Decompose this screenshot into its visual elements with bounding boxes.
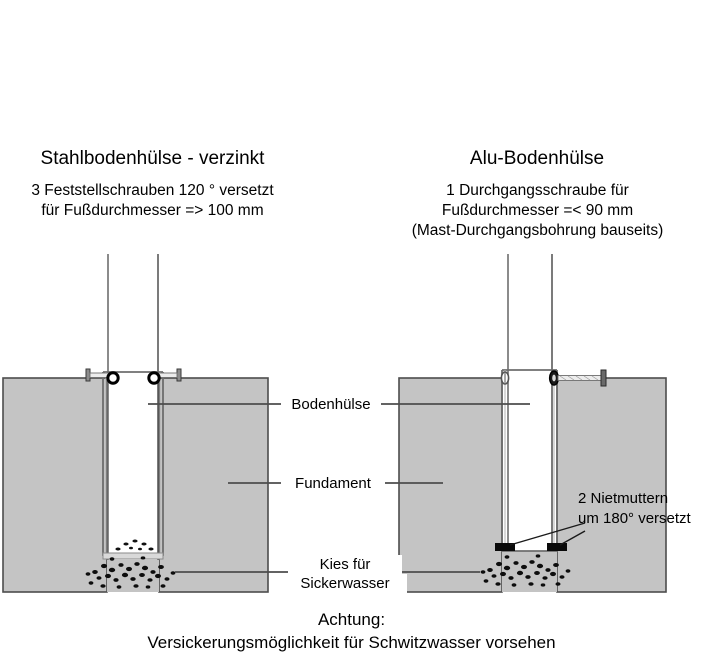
right-foundation-block-left [398,377,503,593]
right-assembly [398,254,667,593]
left-assembly [2,254,269,593]
left-foundation-block-left [2,377,108,593]
right-rivet-nut-left [495,543,515,551]
label-kies-line1: Kies für [288,555,402,575]
rivet-nut-leader-left [509,522,586,546]
label-fundament: Fundament [281,474,385,494]
right-panel-subtitle-line1: 1 Durchgangsschraube für [446,182,629,199]
right-foundation-block-right [556,377,667,593]
left-set-screw-1 [85,368,120,385]
right-bolt-left-nut [500,371,510,385]
right-gravel-stones [480,554,571,587]
left-gravel-stones [85,556,176,589]
right-rivet-nut-right [547,543,567,551]
label-kies-line2: Sickerwasser [283,574,407,594]
right-sleeve-outline [501,370,558,552]
right-through-bolt [548,369,607,387]
footer-warning-line1: Achtung: [317,610,386,629]
left-panel-subtitle-line2: für Fußdurchmesser => 100 mm [41,202,264,219]
label-nietmuttern-line1: 2 Nietmuttern [578,490,669,507]
label-nietmuttern-line2: um 180° versetzt [578,510,691,527]
label-leader-lines [148,403,530,573]
label-bodenhuelse: Bodenhülse [281,395,381,415]
right-panel-title: Alu-Bodenhülse [469,148,605,169]
left-sleeve-outline [102,372,164,556]
left-panel-subtitle-line1: 3 Feststellschrauben 120 ° versetzt [31,182,274,199]
left-panel-title: Stahlbodenhülse - verzinkt [40,148,265,169]
rivet-nut-leader-right [559,530,586,546]
left-sleeve-bottom-plate [102,552,164,560]
left-gravel-bed [107,560,159,592]
left-set-screw-2 [147,368,182,385]
right-panel-subtitle-line2: Fußdurchmesser =< 90 mm [441,202,634,219]
right-panel-subtitle-line3: (Mast-Durchgangsbohrung bauseits) [411,222,664,239]
footer-warning-line2: Versickerungsmöglichkeit für Schwitzwass… [147,633,556,652]
left-foundation-block-right [158,377,269,593]
left-inner-gravel [115,539,154,551]
